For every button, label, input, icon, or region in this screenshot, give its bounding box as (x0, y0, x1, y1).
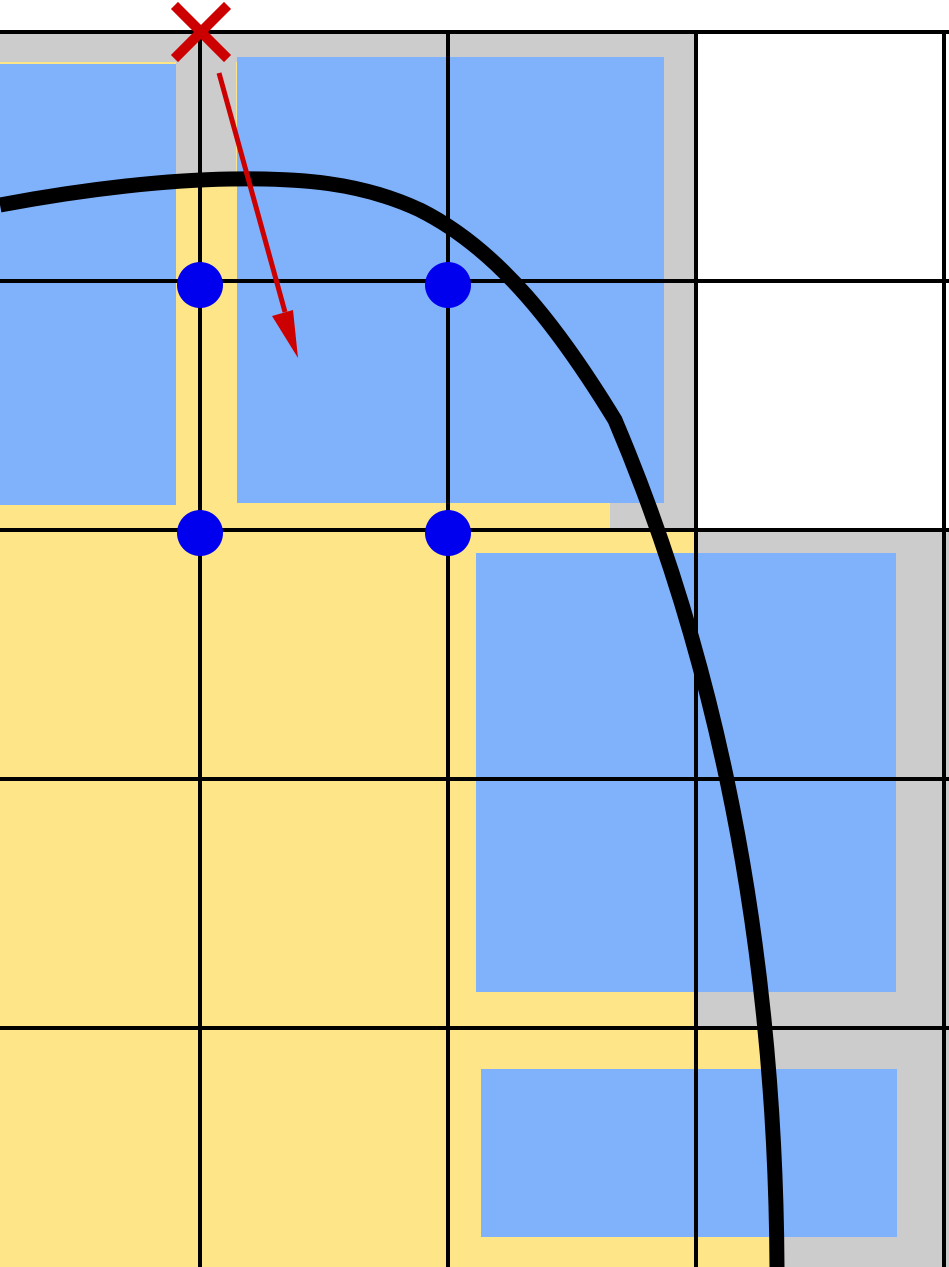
sample-point (425, 510, 471, 556)
sample-points (177, 262, 471, 556)
x-mark-icon (170, 1, 232, 63)
boundary-curve (0, 171, 785, 1267)
block (0, 64, 176, 505)
block (481, 1069, 897, 1237)
grid-lines (0, 30, 949, 1267)
sample-point (425, 262, 471, 308)
sample-point (177, 262, 223, 308)
sample-point (177, 510, 223, 556)
arrow-icon (216, 72, 298, 358)
